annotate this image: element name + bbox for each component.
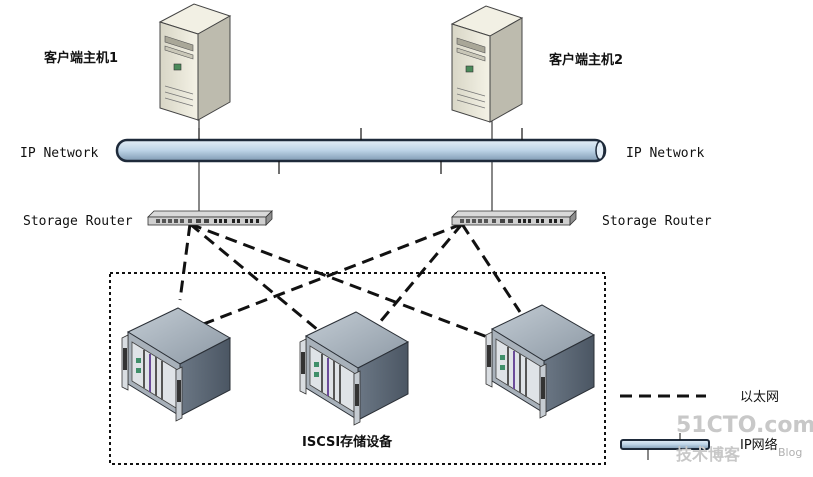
ethernet-link (378, 223, 464, 323)
ethernet-link (189, 222, 491, 340)
legend-ip-network-pipe (620, 433, 710, 460)
ip-network-label-right: IP Network (626, 146, 704, 161)
legend-ethernet-label: 以太网 (740, 390, 779, 405)
client-host-1-server-icon (159, 3, 231, 121)
ip-network-pipe (115, 128, 607, 174)
storage-group-boundary (109, 272, 606, 465)
watermark-blog: Blog (778, 446, 802, 459)
ethernet-link (460, 223, 522, 313)
site-watermark: 51CTO.com 技术博客 Blog (676, 413, 813, 464)
host-links (198, 60, 493, 214)
client-host-2-server-icon (451, 5, 523, 123)
storage-router-1-label: Storage Router (23, 214, 133, 229)
client-host-2-label: 客户端主机2 (549, 52, 623, 68)
iscsi-storage-device-3-icon (485, 304, 595, 419)
ethernet-link (189, 222, 331, 342)
ethernet-link (187, 222, 463, 332)
ip-network-label-left: IP Network (20, 146, 98, 161)
legend: 以太网 IP网络 (620, 390, 779, 460)
watermark-sub: 技术博客 (676, 445, 741, 464)
ethernet-link (178, 223, 192, 301)
client-host-1-label: 客户端主机1 (44, 50, 118, 66)
watermark-site: 51CTO.com (676, 413, 813, 438)
legend-ip-network-label: IP网络 (740, 437, 778, 453)
iscsi-storage-device-1-icon (121, 307, 231, 422)
storage-group-label: ISCSI存储设备 (302, 434, 393, 450)
storage-router-2-label: Storage Router (602, 214, 712, 229)
storage-router-1-icon (147, 210, 273, 226)
ethernet-links (178, 222, 522, 342)
iscsi-storage-device-2-icon (299, 311, 409, 426)
storage-router-2-icon (451, 210, 577, 226)
